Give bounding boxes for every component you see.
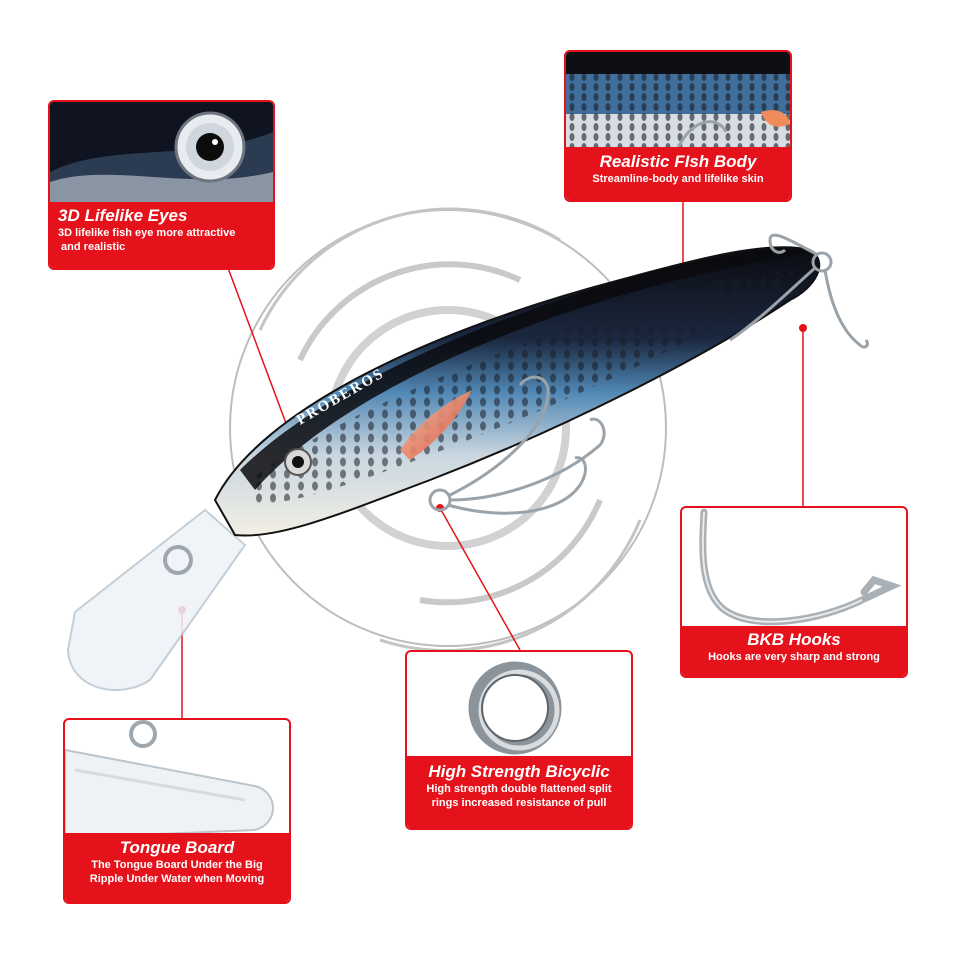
hook-closeup-image [699,508,902,626]
hooks-title: BKB Hooks [747,630,841,649]
rings-desc-line2: rings increased resistance of pull [431,797,607,809]
eyes-desc-line2: and realistic [58,241,126,253]
callout-hooks: BKB Hooks Hooks are very sharp and stron… [680,506,908,678]
rings-desc-line1: High strength double flattened split [426,783,612,795]
fin [400,390,472,460]
tongue-title: Tongue Board [119,838,235,857]
tongue-board [66,508,247,691]
tongue-board-shape [65,748,274,840]
callout-tongue: Tongue Board The Tongue Board Under the … [63,718,291,904]
tongue-desc-line1: The Tongue Board Under the Big [91,859,263,871]
tongue-desc-line2: Ripple Under Water when Moving [89,873,265,885]
fish-body-closeup-image [566,52,790,154]
callout-body: Realistic FIsh Body Streamline-body and … [564,50,792,202]
rings-title: High Strength Bicyclic [428,762,610,781]
hook-shape [699,508,902,626]
callout-eyes: 3D Lifelike Eyes 3D lifelike fish eye mo… [48,100,275,270]
body-title: Realistic FIsh Body [599,152,757,171]
callout-rings: High Strength Bicyclic High strength dou… [405,650,633,830]
eyes-desc-line1: 3D lifelike fish eye more attractive [58,227,236,239]
rear-treble-hook [729,233,869,349]
body-desc: Streamline-body and lifelike skin [592,173,764,185]
eyes-title: 3D Lifelike Eyes [58,206,188,225]
eye-closeup-image [50,102,273,210]
hooks-desc: Hooks are very sharp and strong [708,651,880,663]
split-ring-image [468,661,562,755]
front-treble-hook [428,375,606,515]
tongue-board-closeup-image [65,720,274,840]
